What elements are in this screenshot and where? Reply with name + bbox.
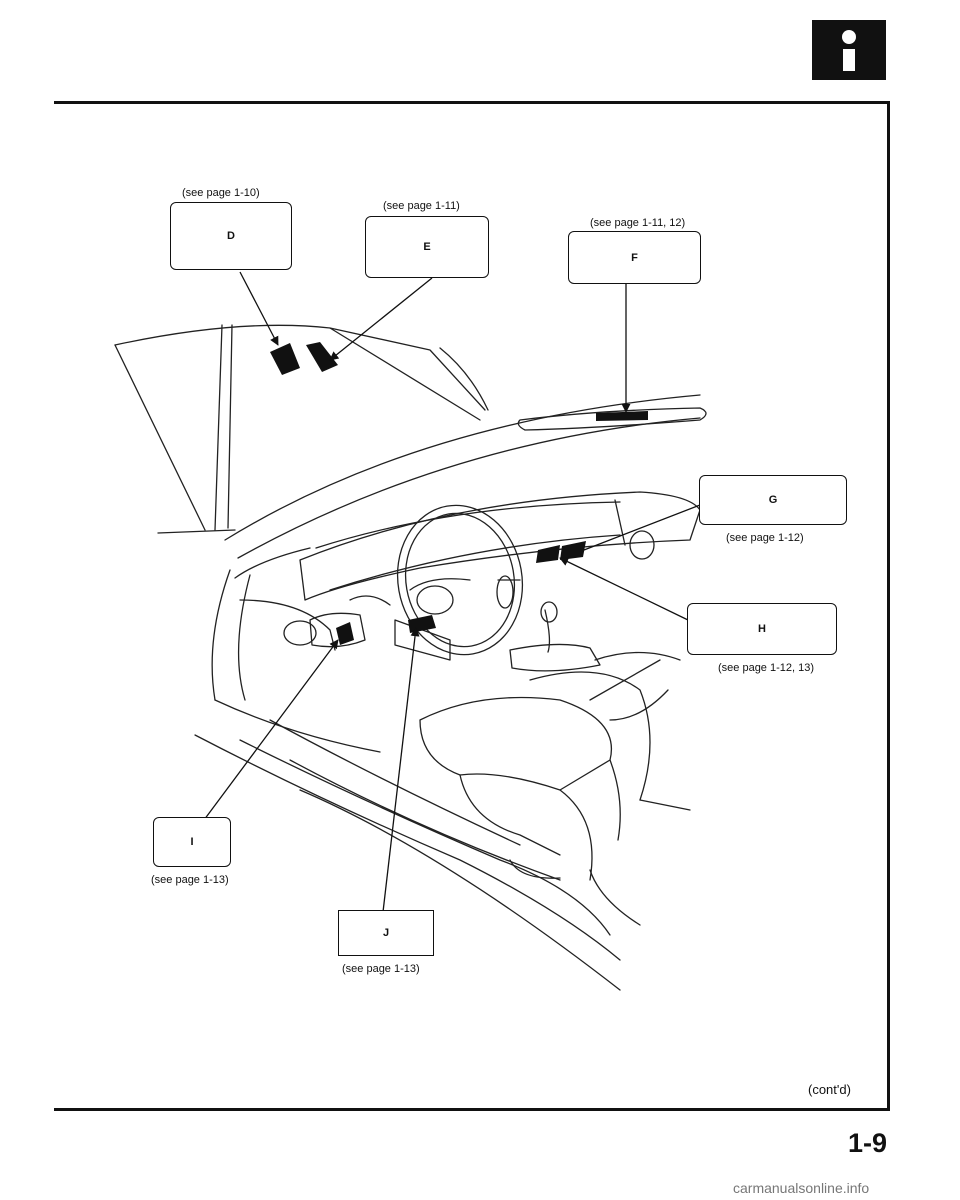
center-console (509, 643, 601, 672)
leader-j (382, 627, 420, 913)
callout-f[interactable]: F (568, 231, 701, 284)
ref-f: (see page 1-11, 12) (590, 217, 686, 229)
leader-e (329, 277, 433, 361)
callout-d[interactable]: D (170, 202, 292, 270)
cowl-line (224, 394, 701, 541)
callout-i[interactable]: I (153, 817, 231, 867)
callout-g[interactable]: G (699, 475, 847, 525)
target-patch-e (306, 342, 338, 372)
bottom-rule (54, 1108, 890, 1111)
dashboard (299, 491, 701, 601)
callout-g-label: G (768, 494, 778, 506)
ref-e: (see page 1-11) (383, 200, 460, 212)
callout-f-label: F (631, 251, 638, 264)
leader-g (583, 504, 701, 551)
top-rule (54, 101, 890, 104)
steering-wheel (396, 504, 524, 656)
leader-i (203, 639, 339, 821)
seat (419, 696, 612, 791)
windshield-frame (114, 324, 486, 411)
target-patch-g1 (536, 545, 560, 563)
ref-j: (see page 1-13) (342, 963, 420, 975)
info-tab (812, 20, 886, 80)
callout-j-label: J (382, 927, 390, 939)
page-number: 1-9 (848, 1128, 888, 1158)
info-icon (842, 30, 856, 71)
callout-e-label: E (423, 241, 431, 253)
callout-e[interactable]: E (365, 216, 489, 278)
sunvisor (517, 407, 707, 431)
ref-i: (see page 1-13) (151, 874, 229, 886)
watermark: carmanualsonline.info (733, 1180, 870, 1196)
right-rule (887, 101, 890, 1111)
callout-i-label: I (190, 836, 194, 848)
leader-h (559, 557, 689, 621)
contd-text: (cont'd) (808, 1082, 851, 1097)
leader-d (239, 271, 279, 346)
callout-j[interactable]: J (338, 910, 434, 956)
callout-d-label: D (227, 230, 235, 242)
callout-h-label: H (758, 623, 766, 635)
target-patch-i (336, 622, 354, 645)
ref-h: (see page 1-12, 13) (718, 662, 815, 674)
callout-h[interactable]: H (687, 603, 837, 655)
ref-d: (see page 1-10) (182, 187, 260, 199)
target-patch-d (270, 343, 300, 375)
door-sill (194, 734, 621, 961)
target-patch-j (408, 615, 436, 633)
ref-g: (see page 1-12) (726, 532, 804, 544)
target-patch-f (596, 411, 648, 421)
target-patch-g2 (560, 541, 586, 560)
